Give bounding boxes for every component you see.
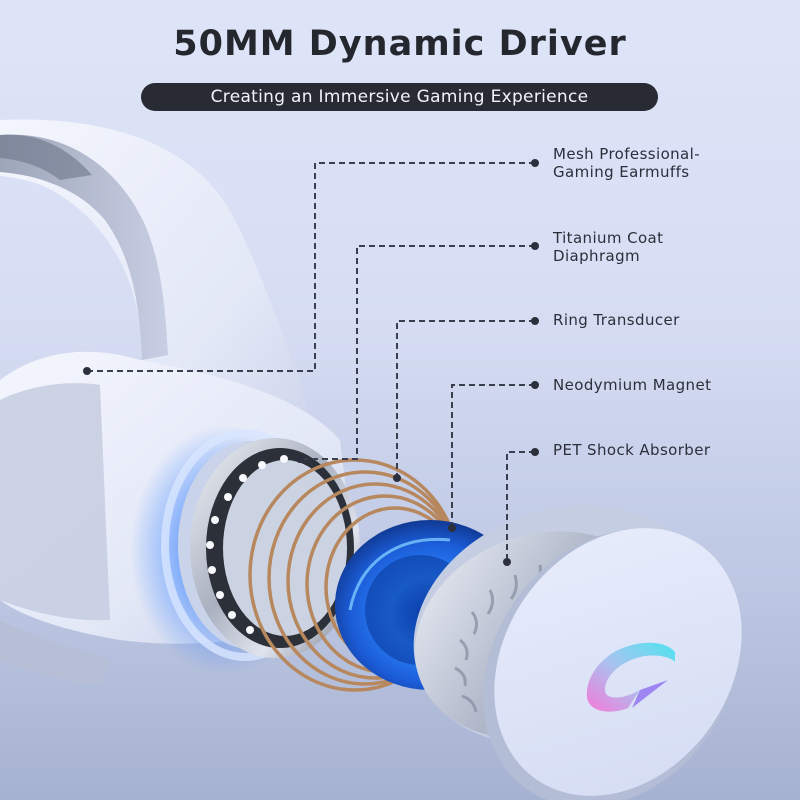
- callout-label-neodymium-magnet: Neodymium Magnet: [553, 376, 712, 394]
- callout-label-pet-shock-absorber: PET Shock Absorber: [553, 441, 711, 459]
- callout-line-shock: [506, 451, 535, 562]
- callout-line-diaphragm: [300, 245, 535, 460]
- callout-line-ring: [396, 320, 535, 478]
- callout-dots: [83, 159, 539, 566]
- subtitle-pill: Creating an Immersive Gaming Experience: [141, 83, 658, 111]
- callout-line-earmuff: [87, 162, 535, 372]
- page-title: 50MM Dynamic Driver: [173, 24, 627, 64]
- callout-label-diaphragm: Titanium Coat Diaphragm: [553, 229, 664, 265]
- callout-lines: [87, 162, 535, 562]
- callout-label-ring-transducer: Ring Transducer: [553, 311, 680, 329]
- diaphragm-ring: [190, 438, 360, 658]
- callout-line-magnet: [451, 384, 535, 528]
- g-logo-icon: [586, 642, 675, 712]
- callout-label-earmuffs: Mesh Professional- Gaming Earmuffs: [553, 145, 701, 181]
- front-cap: [483, 528, 742, 800]
